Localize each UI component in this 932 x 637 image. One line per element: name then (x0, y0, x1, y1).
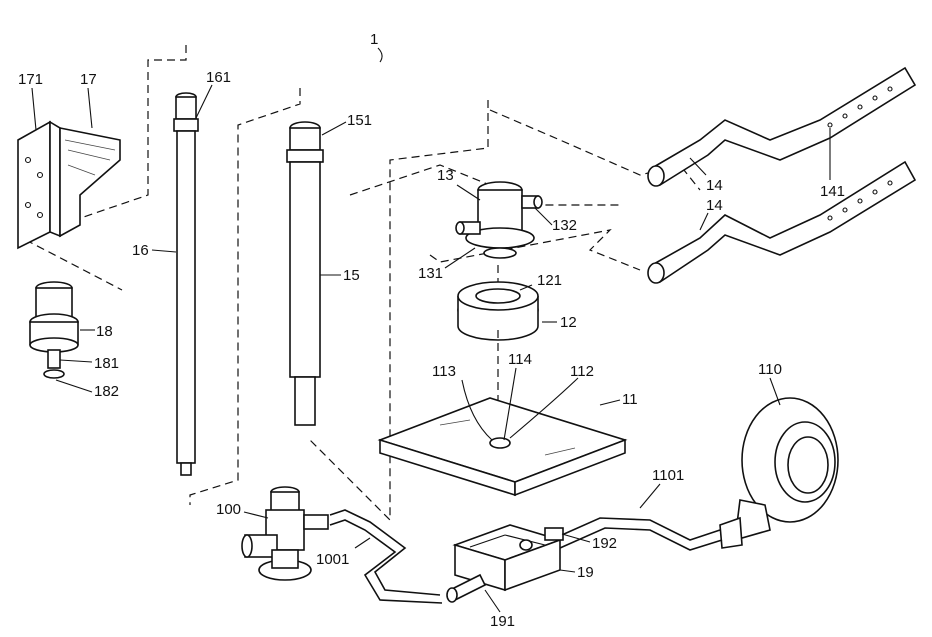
label-182: 182 (94, 383, 119, 400)
bracket-17 (17, 120, 121, 250)
burner-holes (827, 86, 893, 221)
label-18: 18 (96, 323, 113, 340)
valve-100 (241, 486, 329, 581)
label-19: 19 (577, 564, 594, 581)
label-15: 15 (343, 267, 360, 284)
reference-labels: 1 171 17 161 151 16 15 13 132 131 121 12… (18, 31, 845, 630)
label-1: 1 (370, 31, 378, 48)
label-171: 171 (18, 71, 43, 88)
ring-12 (457, 281, 539, 341)
label-110: 110 (758, 361, 782, 378)
hose-1101 (554, 517, 723, 551)
label-13: 13 (437, 167, 454, 184)
label-131: 131 (418, 265, 443, 282)
label-181: 181 (94, 355, 119, 372)
label-151: 151 (347, 112, 372, 129)
label-1101: 1101 (652, 467, 684, 484)
label-132: 132 (552, 217, 577, 234)
burner-pipes-14 (647, 66, 917, 284)
label-17: 17 (80, 71, 97, 88)
label-191: 191 (490, 613, 515, 630)
label-16: 16 (132, 242, 149, 259)
label-192: 192 (592, 535, 617, 552)
blower-110 (719, 397, 839, 549)
connector-13 (455, 181, 543, 259)
label-161: 161 (206, 69, 231, 86)
hose-1001 (329, 509, 443, 604)
label-141: 141 (820, 183, 845, 200)
label-100: 100 (216, 501, 241, 518)
label-112: 112 (570, 363, 594, 380)
label-1001: 1001 (316, 551, 349, 568)
label-113: 113 (432, 363, 456, 380)
leader-lines (31, 47, 831, 613)
knob-18 (29, 281, 79, 379)
mixer-box-19 (446, 524, 564, 603)
tube-16 (173, 92, 199, 476)
tube-15 (286, 121, 324, 426)
label-114: 114 (508, 351, 532, 368)
base-plate-11 (377, 397, 628, 497)
label-14a: 14 (706, 177, 723, 194)
label-14b: 14 (706, 197, 723, 214)
label-11: 11 (622, 391, 638, 408)
label-12: 12 (560, 314, 577, 331)
label-121: 121 (537, 272, 562, 289)
